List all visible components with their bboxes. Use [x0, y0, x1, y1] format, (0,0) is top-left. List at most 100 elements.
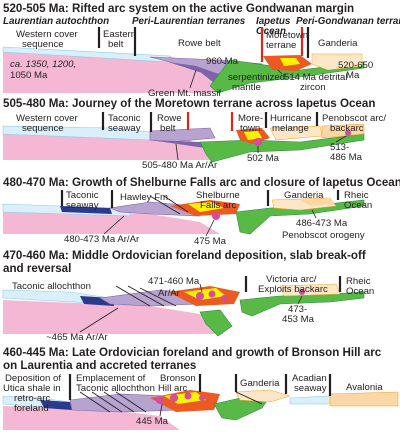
label-utica-3: retro-arc	[14, 393, 50, 404]
label-rheic-4-2: Ocean	[346, 286, 374, 297]
label-465-ma: ~465 Ma Ar/Ar	[46, 332, 108, 343]
fault-5a	[79, 391, 111, 413]
leader-486	[311, 209, 317, 219]
label-penobscot-orogeny: Penobscot orogeny	[282, 230, 365, 241]
label-moretown-2: terrane	[266, 40, 296, 51]
label-acadian-1: Acadian	[292, 373, 327, 384]
label-avalonia: Avalonia	[346, 382, 383, 393]
label-rheic-3-2: Ocean	[344, 200, 372, 211]
label-ganderia-1: Ganderia	[318, 38, 358, 49]
fault-3b	[163, 195, 189, 213]
label-rowe-2-1: Rowe	[157, 113, 182, 124]
pluton-5c	[184, 392, 192, 400]
leader-513	[335, 135, 347, 143]
header-iapetus-2: Ocean	[256, 26, 286, 37]
label-hurricane-1: Hurricane	[270, 113, 312, 124]
label-513-1: 513-	[330, 142, 349, 153]
acadian-5	[289, 395, 331, 405]
shelburne-yellow-3	[188, 202, 224, 212]
panel-4: 470-460 Ma: Middle Ordovician foreland d…	[2, 249, 374, 343]
panel-4-title-2: and reversal	[3, 262, 71, 275]
label-ca-ages-1: ca. 1350, 1200,	[10, 59, 76, 70]
leader-960	[221, 61, 227, 65]
laurentia-basement-4	[3, 300, 224, 334]
panel-3: 480-470 Ma: Growth of Shelburne Falls ar…	[2, 176, 400, 247]
label-utica-4: foreland	[14, 403, 49, 414]
label-taconic-2: seaway	[108, 123, 141, 134]
fault-4c	[139, 287, 177, 307]
moretown-yellow-1	[280, 58, 300, 66]
leader-green-mt	[189, 69, 197, 89]
label-western-cover-2-2: sequence	[22, 123, 64, 134]
label-mantle: mantle	[232, 82, 261, 93]
label-taconic-3-2: seaway	[66, 200, 99, 211]
utica-dark-5	[40, 400, 72, 410]
fault-4b	[127, 285, 165, 307]
label-505-480: 505-480 Ma Ar/Ar	[142, 160, 218, 171]
taconic-blue-3	[60, 206, 112, 214]
leader-480	[103, 215, 125, 235]
label-utica-2: Utica shale in	[3, 383, 61, 394]
avalonia-5	[329, 391, 399, 407]
panel-5-title-2: on Laurentia and accreted terranes	[3, 359, 196, 372]
panel-2: 505-480 Ma: Journey of the Moretown terr…	[2, 97, 386, 171]
label-taconic-allochthon: Taconic allochthon	[12, 281, 91, 292]
leader-detrital	[277, 69, 283, 75]
label-western-cover-2-1: Western cover	[16, 113, 78, 124]
leader-465	[79, 307, 119, 333]
fault-5e	[235, 391, 263, 405]
laurentia-basement-5	[3, 406, 180, 430]
ganderia-5	[235, 389, 291, 403]
fault-3a	[149, 195, 181, 215]
moretown-yellow-2	[244, 131, 262, 140]
purple-thin-2	[150, 140, 205, 148]
panel-3-title: 480-470 Ma: Growth of Shelburne Falls ar…	[3, 176, 400, 189]
slab-2	[199, 133, 365, 163]
label-bronson-1: Bronson	[160, 373, 196, 384]
label-ganderia-3: Ganderia	[284, 190, 324, 201]
label-utica-1: Deposition of	[5, 373, 61, 384]
label-green-mt-massif: Green Mt. massif	[148, 88, 221, 99]
fault-5b	[91, 391, 123, 413]
label-471-460: 471-460 Ma	[148, 276, 200, 287]
fault-5d	[115, 391, 147, 413]
label-western-cover-1: Western cover	[16, 29, 78, 40]
header-laurentian-autochthon: Laurentian autochthon	[3, 16, 109, 27]
label-475-ma: 475 Ma	[194, 236, 227, 247]
panel-1: 520-505 Ma: Rifted arc system on the act…	[2, 2, 400, 99]
label-ganderia-5: Ganderia	[240, 378, 280, 389]
leader-473	[297, 295, 303, 305]
ganderia-block-1	[311, 53, 363, 71]
label-serpentinized: serpentinized	[228, 72, 285, 83]
label-shelburne-1: Shelburne	[196, 190, 240, 201]
leader-471	[199, 283, 203, 293]
label-480-473: 480-473 Ma Ar/Ar	[64, 234, 140, 245]
label-473-1: 473-	[288, 304, 307, 315]
label-hawley: Hawley Fm.	[120, 192, 171, 203]
panel-1-title: 520-505 Ma: Rifted arc system on the act…	[3, 2, 354, 15]
pluton-502	[254, 138, 262, 146]
panel-5-title-1: 460-445 Ma: Late Ordovician foreland and…	[3, 346, 382, 359]
penobscot-block-2	[321, 123, 365, 139]
panel-2-title: 505-480 Ma: Journey of the Moretown terr…	[3, 97, 375, 110]
label-ar-ar: Ar/Ar	[158, 288, 181, 299]
label-bronson-2: Hill arc	[158, 383, 188, 394]
label-rheic-4-1: Rheic	[346, 276, 371, 287]
panel-4-title-1: 470-460 Ma: Middle Ordovician foreland d…	[3, 249, 366, 262]
leader-505	[175, 143, 179, 161]
label-502-ma: 502 Ma	[247, 153, 280, 164]
pluton-5b	[170, 394, 178, 402]
ganderia-orange-3	[300, 198, 334, 206]
label-hurricane-2: melange	[272, 123, 309, 134]
label-eastern-belt-1: Eastern	[103, 29, 136, 40]
label-victoria-1: Victoria arc/	[266, 274, 317, 285]
label-taconic-1: Taconic	[108, 113, 141, 124]
label-rheic-3-1: Rheic	[344, 190, 369, 201]
pluton-475	[212, 212, 220, 220]
panel-5: 460-445 Ma: Late Ordovician foreland and…	[2, 346, 399, 430]
pluton-5d	[199, 395, 205, 401]
label-520-ma: Ma	[346, 70, 360, 81]
label-acadian-2: seaway	[294, 383, 327, 394]
label-penobscot-1: Penobscot arc/	[322, 113, 386, 124]
label-520-650: 520-650	[338, 60, 373, 71]
